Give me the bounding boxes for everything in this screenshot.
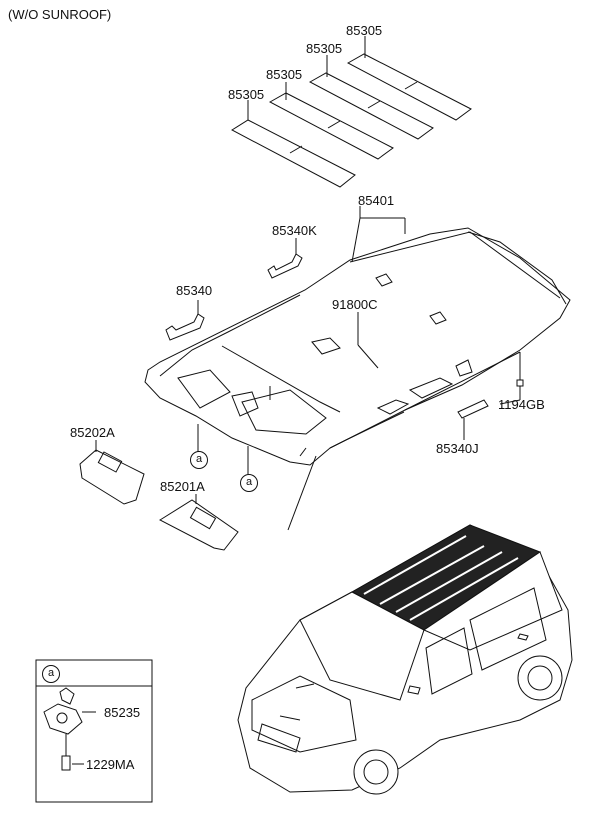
part-label-85235: 85235	[104, 705, 141, 720]
sunvisor-85201a	[158, 494, 239, 551]
grab-handle-85340	[165, 300, 205, 341]
part-label-85401: 85401	[358, 193, 395, 208]
sunvisor-85202a	[79, 440, 145, 505]
part-label-85305-top: 85305	[346, 23, 383, 38]
car-rear-wheel	[517, 655, 563, 701]
clip-85340j	[457, 399, 489, 440]
car-front-wheel	[353, 749, 399, 795]
part-label-85202a: 85202A	[70, 425, 115, 440]
part-label-1194gb: 1194GB	[498, 397, 545, 412]
part-label-85340: 85340	[176, 283, 213, 298]
headliner	[144, 227, 571, 466]
leaders-85305	[247, 36, 366, 120]
part-label-85201a: 85201A	[160, 479, 205, 494]
car-illustration	[237, 524, 573, 795]
leaders-headliner	[287, 206, 406, 531]
part-label-85305-third: 85305	[266, 67, 303, 82]
part-label-85305-second: 85305	[306, 41, 343, 56]
part-label-91800c: 91800C	[332, 297, 378, 312]
reference-marker-a-right: a	[240, 474, 258, 492]
variant-label: (W/O SUNROOF)	[8, 7, 112, 22]
screw-1194gb	[499, 352, 524, 405]
part-label-85340k: 85340K	[272, 223, 317, 238]
part-label-1229ma: 1229MA	[86, 757, 135, 772]
reference-marker-a-left: a	[190, 451, 208, 469]
leaders-markers	[197, 424, 249, 474]
part-label-85305-bottom: 85305	[228, 87, 265, 102]
roof-pad-1	[230, 119, 356, 188]
roof-pads	[230, 53, 472, 188]
headliner-outline	[144, 227, 571, 466]
part-label-85340j: 85340J	[436, 441, 479, 456]
detail-box	[35, 659, 153, 803]
detail-box-ref: a	[42, 665, 60, 683]
roof-pad-4	[346, 53, 472, 121]
grab-handle-85340k	[267, 238, 303, 279]
